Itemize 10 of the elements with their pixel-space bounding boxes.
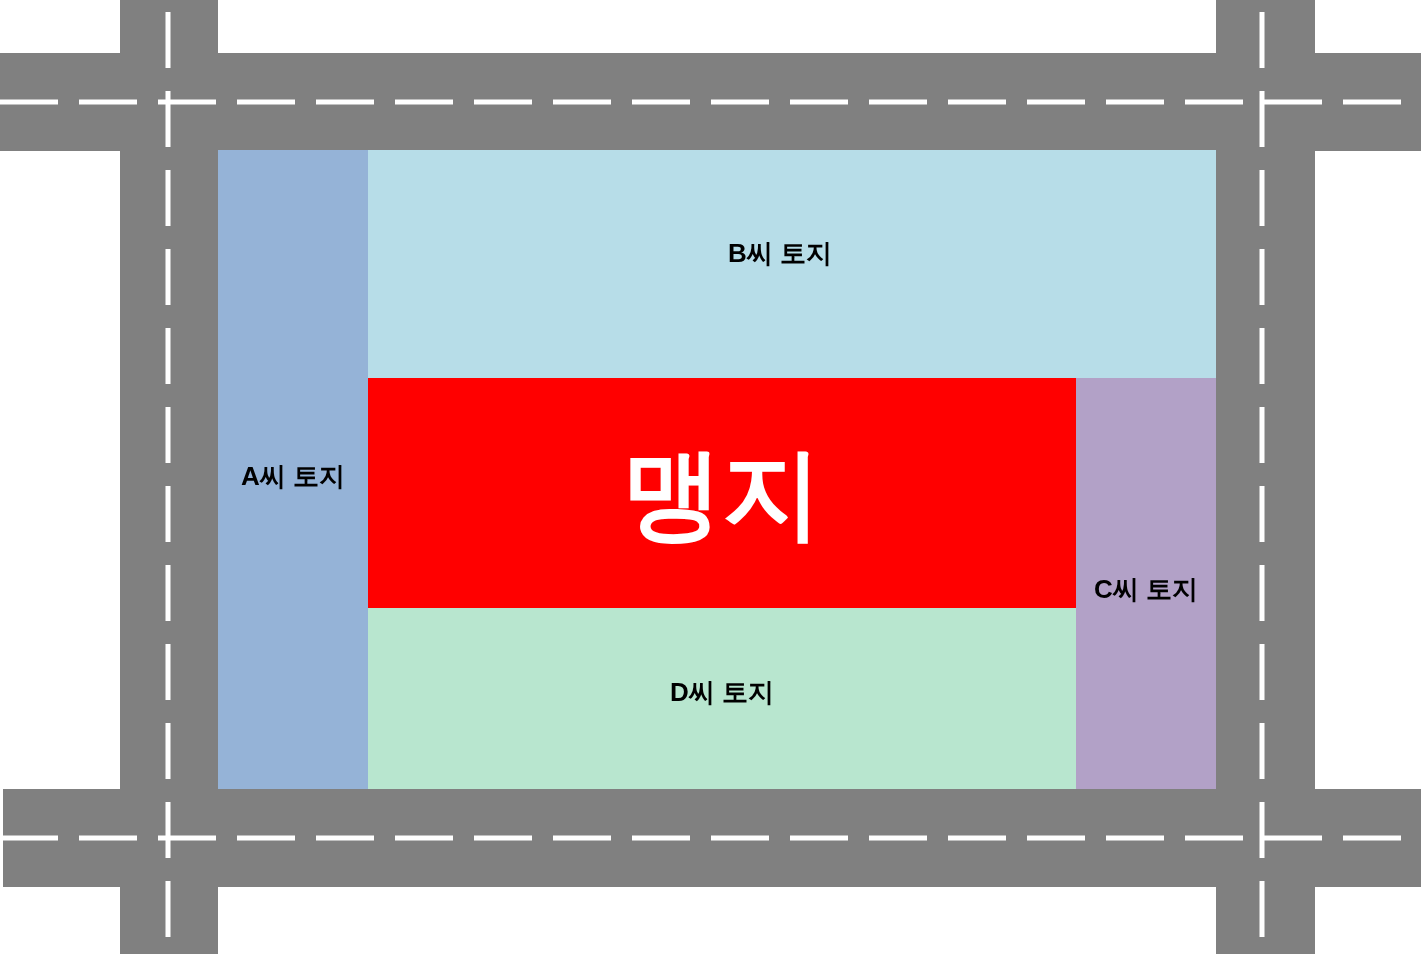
land-parcel [218, 150, 368, 789]
land-parcel [1076, 378, 1216, 789]
parcel-label: D씨 토지 [670, 679, 774, 705]
parcel-label: C씨 토지 [1094, 576, 1198, 602]
landlocked-parcel [368, 378, 1076, 608]
land-parcel [368, 608, 1076, 789]
parcel-label: 맹지 [622, 443, 822, 543]
parcel-label: A씨 토지 [241, 463, 345, 489]
land-parcel [368, 150, 1216, 378]
parcel-label: B씨 토지 [728, 240, 832, 266]
